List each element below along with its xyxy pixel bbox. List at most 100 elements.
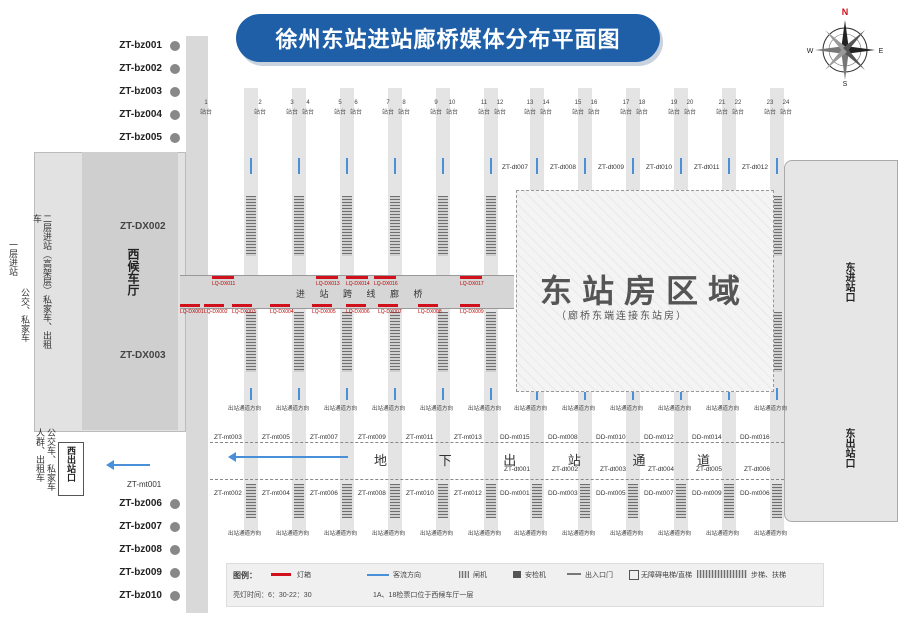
escalator-down [438,312,448,372]
platform-number: 12 [496,100,504,106]
platform-word: 站台 [200,110,213,116]
platform-number: 20 [686,100,694,106]
lightbox-code: LQ-DX001 [180,309,204,315]
platform-number: 7 [386,100,390,106]
mt-label: ZT-mt002 [214,490,242,497]
underground-label: 地 下 出 站 通 道 [374,453,735,468]
platform-number: 18 [638,100,646,106]
east-entry-label: 东进站口 [843,262,854,302]
zt-bz-label: ZT-bz005 [119,132,162,143]
flow-arrow-icon [442,158,444,174]
escalator-down [342,312,352,372]
zt-bz-label: ZT-bz003 [119,86,162,97]
lightbox-code: LQ-DX009 [460,309,484,315]
platform-number: 21 [718,100,726,106]
platform-word: 站台 [478,110,491,116]
mt-label: DD-mt005 [596,490,626,497]
exit-direction-label: 出站通道方向 [324,406,358,412]
entry-floor1-label: 一层进站 [8,240,18,276]
flow-arrow-icon [490,158,492,174]
bus-taxi-label: 公交车、私家车人群、出租车 [35,428,56,491]
exit-stair [580,484,590,518]
exit-direction-label: 出站通道方向 [228,406,262,412]
floor2-entry-label: 二层进站（高架层）私家车、出租车 [32,214,52,349]
lightbox-media [180,304,200,307]
platform-word: 站台 [780,110,793,116]
exit-direction-label: 出站通道方向 [372,531,406,537]
mt-label: ZT-mt004 [262,490,290,497]
west-hall-inner [82,152,178,430]
lightbox-code: LQ-DX017 [460,281,484,287]
legend-door-icon [567,573,581,575]
exit-stair [676,484,686,518]
flow-arrow-icon [584,158,586,174]
corridor-label: 进 站 跨 线 廊 桥 [296,289,429,299]
platform-number: 24 [782,100,790,106]
dt-label: ZT-dt008 [550,164,577,171]
lightbox-media [346,304,366,307]
platform-number: 9 [434,100,438,106]
mt-label: DD-mt003 [548,490,578,497]
platform-word: 站台 [350,110,363,116]
escalator-up [438,196,448,256]
platform-number: 8 [402,100,406,106]
underground-channel [210,442,784,480]
flow-arrow-icon [776,158,778,174]
lightbox-code: LQ-DX004 [270,309,294,315]
zt-bz-label: ZT-bz008 [119,544,162,555]
legend-lightbox-swatch [271,573,291,576]
lightbox-code: LQ-DX013 [316,281,340,287]
map-title-banner: 徐州东站进站廊桥媒体分布平面图 [236,14,660,62]
exit-stair [342,484,352,518]
lightbox-code: LQ-DX014 [346,281,370,287]
west-hall-label: 西候车厅 [126,248,140,296]
zt-bz-label: ZT-bz007 [119,521,162,532]
platform-word: 站台 [494,110,507,116]
west-exit-box [58,442,84,496]
media-point-icon [170,64,180,74]
exit-direction-label: 出站通道方向 [706,531,740,537]
platform-number: 11 [480,100,488,106]
dt-label: ZT-dt011 [694,164,720,171]
lightbox-media [418,304,438,307]
media-point-icon [170,545,180,555]
lightbox-code: LQ-DX006 [346,309,370,315]
escalator-up [390,196,400,256]
platform-number: 1 [204,100,208,106]
platform-number: 4 [306,100,310,106]
lightbox-code: LQ-DX002 [204,309,228,315]
legend-nomedia: 无障碍电梯/直梯 [641,572,692,579]
dt-label: ZT-dt007 [502,164,529,171]
mt-label: DD-mt008 [548,434,578,441]
platform-word: 站台 [286,110,299,116]
flow-arrow-icon [298,158,300,174]
escalator-down [772,312,782,372]
flow-arrow-icon [536,158,538,174]
east-exit-label: 东出站口 [843,428,854,468]
platform-number: 15 [574,100,582,106]
exit-direction-label: 出站通道方向 [514,531,548,537]
media-point-icon [170,110,180,120]
lightbox-code: LQ-DX003 [232,309,256,315]
mt-label: ZT-mt013 [454,434,482,441]
exit-direction-label: 出站通道方向 [276,531,310,537]
exit-direction-label: 出站通道方向 [276,406,310,412]
zt-bz-label: ZT-bz006 [119,498,162,509]
flow-arrow-icon [584,388,586,400]
mt-label: ZT-mt007 [310,434,338,441]
lightbox-code: LQ-DX011 [212,281,236,287]
legend-security: 安检机 [525,572,546,579]
legend-stairs: 步梯、扶梯 [751,572,786,579]
legend-flow-arrow-icon [367,574,389,576]
exit-direction-label: 出站通道方向 [610,531,644,537]
platform-number: 6 [354,100,358,106]
exit-direction-label: 出站通道方向 [372,406,406,412]
mt-label: DD-mt015 [500,434,530,441]
flow-arrow-icon [728,158,730,174]
exit-direction-label: 出站通道方向 [420,531,454,537]
exit-direction-label: 出站通道方向 [562,531,596,537]
flow-arrow-icon [394,388,396,400]
platform-number: 19 [670,100,678,106]
flow-arrow-icon [536,388,538,400]
legend-lightbox: 灯箱 [297,572,311,579]
